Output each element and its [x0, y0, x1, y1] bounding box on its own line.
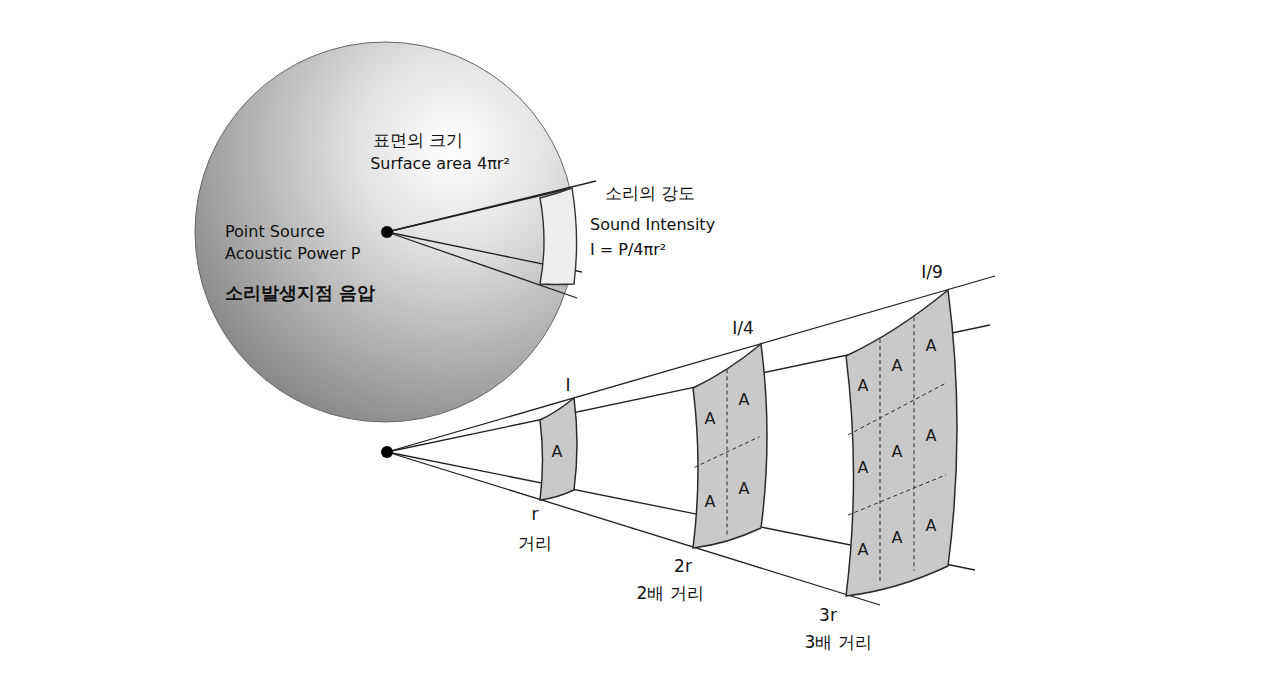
grid-line — [848, 475, 946, 515]
area-letter: A — [892, 441, 903, 463]
intensity-value: I/9 — [921, 262, 943, 282]
area-patch: A A A A A A A A A — [836, 280, 968, 606]
source-point — [381, 446, 393, 458]
sphere-outline — [195, 42, 575, 422]
ray-line — [387, 452, 880, 605]
area-letter: A — [739, 478, 750, 500]
surface-label-ko: 표면의 크기 — [373, 129, 463, 152]
distance-label: 3r — [819, 605, 837, 625]
intensity-value: I — [565, 375, 570, 395]
source-label-ko: 소리발생지점 음압 — [225, 281, 375, 305]
area-letter: A — [926, 335, 937, 357]
grid-line — [914, 317, 915, 570]
area-patch: A A A A — [683, 334, 781, 558]
area-letter: A — [552, 441, 563, 463]
surface-patch — [540, 188, 577, 285]
area-letter: A — [892, 527, 903, 549]
intensity-label: Sound Intensity — [590, 215, 715, 234]
area-letter: A — [858, 539, 869, 561]
distance-label: 2배 거리 — [636, 583, 703, 603]
intensity-label: I = P/4πr² — [590, 240, 666, 259]
distance-label: 2r — [674, 556, 692, 576]
area-letter: A — [739, 389, 750, 411]
intensity-value: I/4 — [732, 318, 754, 338]
distance-label: 거리 — [518, 533, 552, 553]
area-letter: A — [705, 491, 716, 513]
grid-line — [880, 339, 881, 581]
distance-label: r — [532, 504, 539, 524]
area-letter: A — [892, 355, 903, 377]
area-letter: A — [858, 375, 869, 397]
patch-outline — [846, 290, 957, 596]
source-label: Point Source Acoustic Power P — [225, 221, 365, 264]
patch-outline — [693, 344, 767, 548]
area-letter: A — [705, 408, 716, 430]
source-point — [381, 226, 393, 238]
distance-label: 3배 거리 — [804, 632, 871, 652]
area-letter: A — [926, 515, 937, 537]
area-letter: A — [858, 457, 869, 479]
area-patch: A — [530, 388, 594, 510]
surface-formula: Surface area 4πr² — [370, 153, 510, 175]
patch-outline — [540, 398, 577, 500]
intensity-label: 소리의 강도 — [605, 183, 695, 203]
area-letter: A — [926, 425, 937, 447]
patch-shape — [683, 334, 781, 558]
grid-line — [694, 437, 759, 468]
sound-sphere: 표면의 크기Surface area 4πr² Point Source Acou… — [190, 37, 620, 429]
